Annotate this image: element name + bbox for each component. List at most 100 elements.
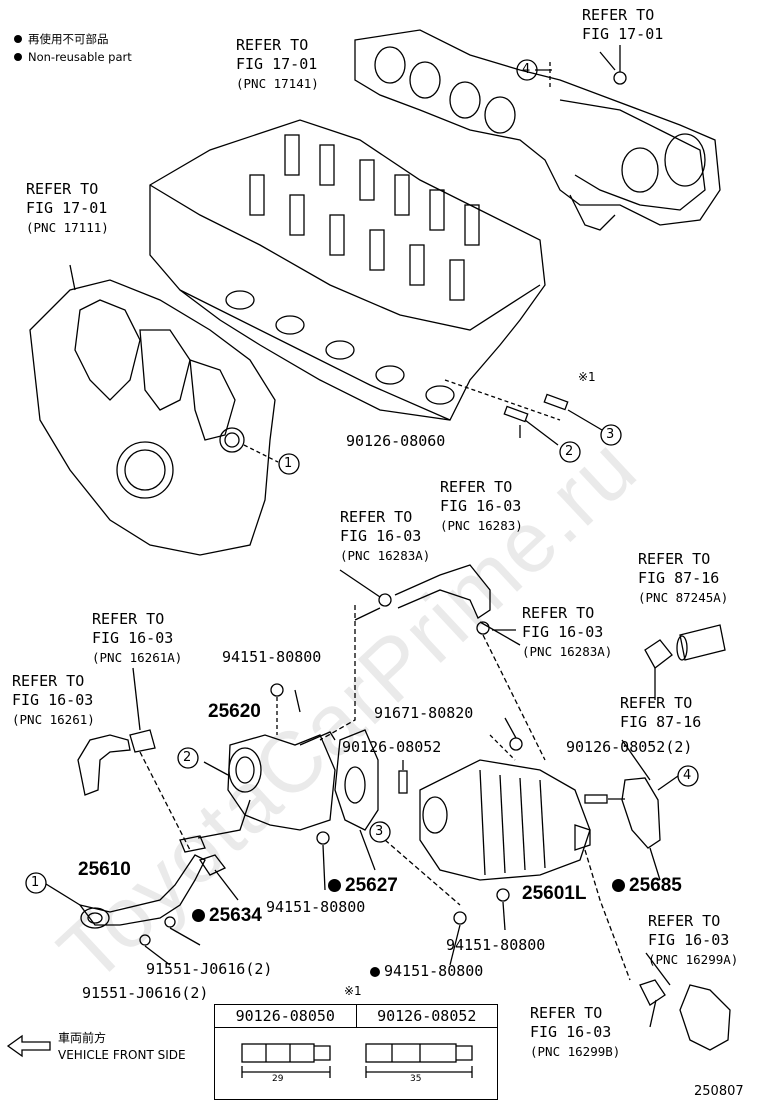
part-25601l[interactable]: 25601L (522, 883, 587, 904)
callout-2: 2 (183, 750, 192, 765)
ref-line1: REFER TO (440, 478, 513, 496)
refer-fig-16-03-e[interactable]: REFER TO FIG 16-03 (PNC 16261) (12, 672, 95, 729)
ref-line1: REFER TO (648, 912, 721, 930)
stud-length-table: 90126-08050 90126-08052 (214, 1004, 498, 1100)
non-reusable-dot-icon (328, 879, 341, 893)
intake-manifold-drawing (29, 264, 279, 556)
ref-pnc: (PNC 16283A) (340, 548, 431, 563)
vehicle-front-label: 車両前方 VEHICLE FRONT SIDE (58, 1030, 186, 1064)
legend-en: Non-reusable part (28, 50, 132, 64)
ref-line1: REFER TO (12, 672, 85, 690)
ref-line2: FIG 17-01 (236, 55, 318, 73)
ref-line1: REFER TO (236, 36, 309, 54)
refer-fig-17-01-c[interactable]: REFER TO FIG 17-01 (PNC 17111) (26, 180, 109, 237)
stud-drawings (398, 717, 625, 804)
ref-line2: FIG 87-16 (620, 713, 702, 731)
part-90126-08052[interactable]: 90126-08052 (342, 738, 442, 756)
refer-fig-17-01-a[interactable]: REFER TO FIG 17-01 (582, 6, 663, 44)
part-25685-label: 25685 (629, 875, 682, 896)
legend: 再使用不可部品 Non-reusable part (14, 30, 132, 66)
ref-pnc: (PNC 16261) (12, 712, 95, 727)
table-col-2[interactable]: 90126-08052 (377, 1007, 477, 1025)
ref-pnc: (PNC 16283A) (522, 644, 613, 659)
ref-line1: REFER TO (26, 180, 99, 198)
table-col-1[interactable]: 90126-08050 (215, 1005, 357, 1027)
part-25610[interactable]: 25610 (78, 859, 131, 880)
refer-fig-87-16-a[interactable]: REFER TO FIG 87-16 (PNC 87245A) (638, 550, 728, 607)
egr-cooler-drawing (384, 759, 591, 966)
vehicle-front-en: VEHICLE FRONT SIDE (58, 1048, 186, 1062)
ref-line2: FIG 16-03 (522, 623, 604, 641)
legend-jp: 再使用不可部品 (28, 32, 109, 46)
ref-pnc: (PNC 17111) (26, 220, 109, 235)
pipe-25610-drawing (45, 854, 239, 966)
ref-pnc: (PNC 17141) (236, 76, 319, 91)
ref-line2: FIG 16-03 (530, 1023, 612, 1041)
callout-2: 2 (565, 444, 574, 459)
refer-fig-16-03-g[interactable]: REFER TO FIG 16-03 (PNC 16299B) (530, 1004, 620, 1061)
part-94151-80800-d[interactable]: 94151-80800 (370, 962, 483, 981)
non-reusable-dot-icon (370, 966, 380, 977)
part-25634-label: 25634 (209, 905, 262, 926)
callout-3: 3 (375, 824, 384, 839)
part-90126-08052-qty2[interactable]: 90126-08052(2) (566, 738, 693, 756)
ref-line2: FIG 16-03 (92, 629, 174, 647)
non-reusable-dot-icon (612, 879, 625, 893)
bullet-dot-icon (14, 35, 22, 43)
refer-fig-16-03-f[interactable]: REFER TO FIG 16-03 (PNC 16299A) (648, 912, 738, 969)
part-91551-j0616-a[interactable]: 91551-J0616(2) (146, 960, 273, 978)
ref-line2: FIG 17-01 (26, 199, 108, 217)
refer-fig-16-03-d[interactable]: REFER TO FIG 16-03 (PNC 16261A) (92, 610, 182, 667)
ref-line1: REFER TO (340, 508, 413, 526)
ref-pnc: (PNC 16299A) (648, 952, 739, 967)
ref-line1: REFER TO (522, 604, 595, 622)
part-25620[interactable]: 25620 (208, 701, 261, 722)
part-91551-j0616-b[interactable]: 91551-J0616(2) (82, 984, 209, 1002)
vehicle-front-jp: 車両前方 (58, 1031, 107, 1045)
refer-fig-87-16-b[interactable]: REFER TO FIG 87-16 (620, 694, 701, 732)
hose-drawings (77, 564, 731, 1051)
ref-pnc: (PNC 87245A) (638, 590, 729, 605)
front-arrow-icon (6, 1034, 51, 1058)
part-91671-80820[interactable]: 91671-80820 (374, 704, 474, 722)
part-25634[interactable]: 25634 (192, 906, 262, 925)
ref-line2: FIG 16-03 (340, 527, 422, 545)
callout-4: 4 (683, 768, 692, 783)
part-90126-08060[interactable]: 90126-08060 (346, 432, 446, 450)
part-25685[interactable]: 25685 (612, 876, 682, 895)
non-reusable-dot-icon (192, 909, 205, 923)
ref-line2: FIG 17-01 (582, 25, 664, 43)
part-94151-80800-c[interactable]: 94151-80800 (446, 936, 546, 954)
ref-line2: FIG 16-03 (440, 497, 522, 515)
callout-3: 3 (606, 427, 615, 442)
part-94151-80800-a[interactable]: 94151-80800 (222, 648, 322, 666)
ref-line1: REFER TO (620, 694, 693, 712)
ref-pnc: (PNC 16283) (440, 518, 523, 533)
dimension-29: 29 (272, 1074, 284, 1084)
note-mark: ※1 (578, 370, 596, 384)
part-94151-80800-b[interactable]: 94151-80800 (266, 898, 366, 916)
refer-fig-16-03-c[interactable]: REFER TO FIG 16-03 (PNC 16283A) (522, 604, 612, 661)
refer-fig-16-03-b[interactable]: REFER TO FIG 16-03 (PNC 16283A) (340, 508, 430, 565)
gasket-25627-drawing (316, 729, 379, 891)
ref-pnc: (PNC 16299B) (530, 1044, 621, 1059)
figure-number: 250807 (694, 1084, 744, 1099)
gasket-25685-drawing (621, 775, 679, 881)
ref-pnc: (PNC 16261A) (92, 650, 183, 665)
stud-table-drawings (241, 1043, 473, 1078)
dimension-35: 35 (410, 1074, 422, 1084)
callout-1: 1 (31, 875, 40, 890)
cylinder-head-drawing (149, 119, 603, 446)
exhaust-manifold-drawing (354, 29, 721, 231)
ref-line1: REFER TO (92, 610, 165, 628)
ref-line1: REFER TO (582, 6, 655, 24)
part-25627[interactable]: 25627 (328, 876, 398, 895)
refer-fig-17-01-b[interactable]: REFER TO FIG 17-01 (PNC 17141) (236, 36, 319, 93)
ref-line2: FIG 16-03 (648, 931, 730, 949)
ref-line1: REFER TO (638, 550, 711, 568)
part-25627-label: 25627 (345, 875, 398, 896)
callout-1: 1 (284, 456, 293, 471)
refer-fig-16-03-a[interactable]: REFER TO FIG 16-03 (PNC 16283) (440, 478, 523, 535)
ref-line2: FIG 87-16 (638, 569, 720, 587)
